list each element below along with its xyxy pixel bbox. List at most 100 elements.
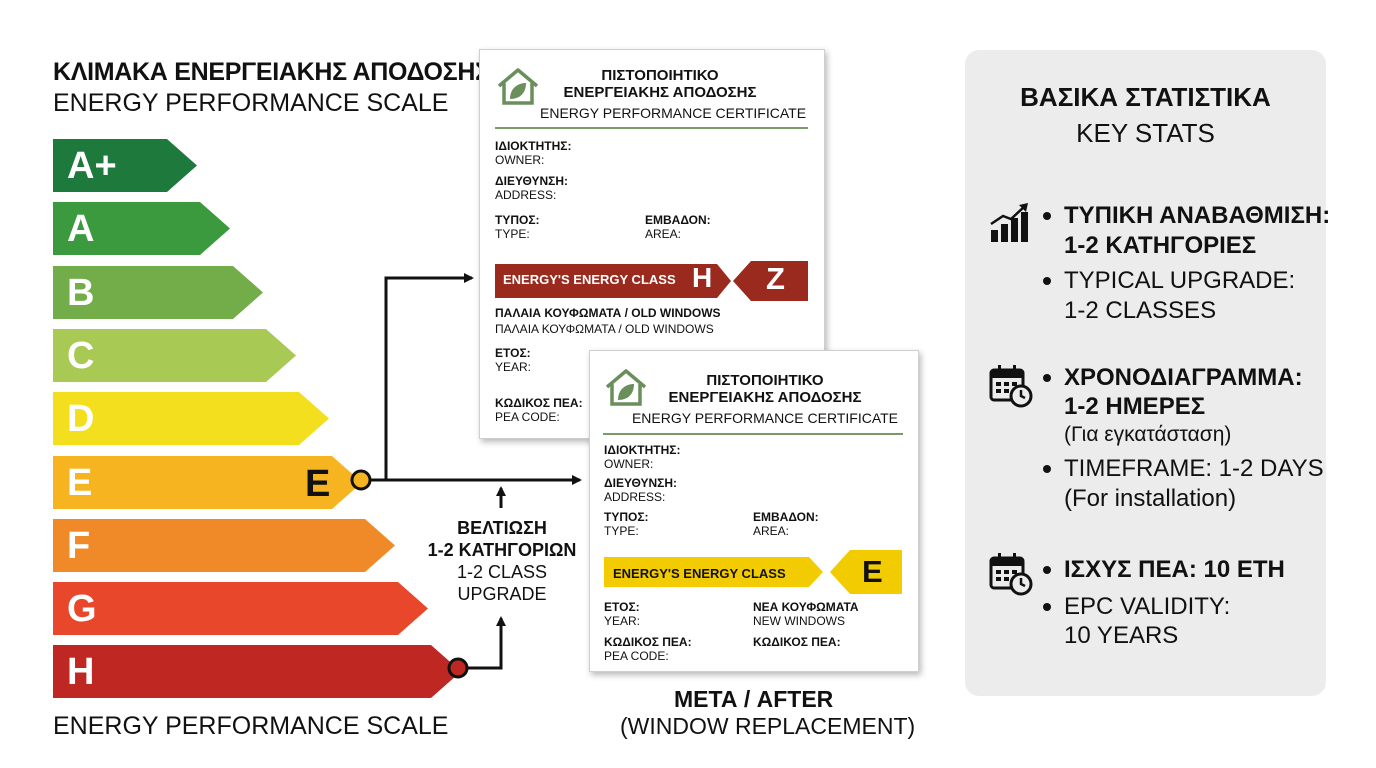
stat3-greek-line1: ΙΣΧΥΣ ΠΕΑ: 10 ΕΤΗ bbox=[1064, 556, 1285, 583]
band-arrow-shape bbox=[53, 519, 395, 572]
cert-subtitle: ENERGY PERFORMANCE CERTIFICATE bbox=[631, 410, 899, 426]
pea2-label-gr: ΚΩΔΙΚΟΣ ΠΕΑ: bbox=[753, 635, 841, 649]
pea-label-gr: ΚΩΔΙΚΟΣ ΠΕΑ: bbox=[495, 396, 583, 410]
address-label-en: ADDRESS: bbox=[495, 188, 557, 202]
current-class-marker: E bbox=[305, 463, 331, 505]
year-label-gr: ΕΤΟΣ: bbox=[495, 346, 531, 360]
band-arrow-shape bbox=[53, 329, 296, 382]
owner-label-en: OWNER: bbox=[495, 153, 545, 167]
improvement-caption: ΒΕΛΤΙΩΣΗ 1-2 ΚΑΤΗΓΟΡΙΩΝ 1-2 CLASS UPGRAD… bbox=[418, 517, 586, 605]
cert-class-bars bbox=[495, 261, 808, 301]
stat1-english-line2: 1-2 CLASSES bbox=[1064, 297, 1217, 324]
energy-band-b: B bbox=[53, 266, 263, 319]
certificate-after: ΠΙΣΤΟΠΟΙΗΤΙΚΟ ΕΝΕΡΓΕΙΑΚΗΣ ΑΠΟΔΟΣΗΣ ENERG… bbox=[589, 350, 919, 672]
energy-band-a-plus: A+ bbox=[53, 139, 197, 192]
band-label: A+ bbox=[67, 145, 117, 187]
band-arrow-shape bbox=[53, 202, 230, 255]
growth-chart-icon bbox=[990, 203, 1028, 242]
cert-divider bbox=[495, 127, 808, 129]
year-label-en: YEAR: bbox=[495, 360, 532, 374]
energy-class-bar bbox=[495, 264, 731, 298]
stat2-english-line2: (For installation) bbox=[1064, 485, 1237, 512]
arrow-from-h bbox=[466, 616, 506, 670]
energy-band-a: A bbox=[53, 202, 230, 255]
house-leaf-icon bbox=[605, 369, 647, 406]
band-arrow-shape bbox=[53, 266, 263, 319]
stats-title-english: KEY STATS bbox=[1076, 118, 1215, 148]
stat1-english-line1: TYPICAL UPGRADE: bbox=[1064, 267, 1296, 294]
type-label-gr: ΤΥΠΟΣ: bbox=[495, 213, 540, 227]
class-e-letter: E bbox=[862, 554, 883, 589]
h-connector-dot bbox=[447, 657, 469, 679]
improvement-line1: ΒΕΛΤΙΩΣΗ bbox=[457, 518, 547, 538]
scale-footer: ENERGY PERFORMANCE SCALE bbox=[53, 712, 449, 740]
band-label: G bbox=[67, 588, 97, 630]
area-label-en: AREA: bbox=[645, 227, 682, 241]
address-label-gr: ΔΙΕΥΘΥΝΣΗ: bbox=[495, 174, 569, 188]
improvement-line4: UPGRADE bbox=[457, 584, 547, 604]
scale-title-greek: ΚΛΙΜΑΚΑ ΕΝΕΡΓΕΙΑΚΗΣ ΑΠΟΔΟΣΗΣ bbox=[53, 58, 490, 86]
energy-class-bar bbox=[604, 557, 823, 587]
energy-band-d: D bbox=[53, 392, 329, 445]
energy-class-bar-text: ENERGY'S ENERGY CLASS bbox=[503, 272, 676, 287]
energy-band-h: H bbox=[53, 645, 461, 698]
cert-class-bars bbox=[604, 550, 902, 594]
calendar-clock-icon bbox=[989, 553, 1033, 596]
cert-title-2: ΕΝΕΡΓΕΙΑΚΗΣ ΑΠΟΔΟΣΗΣ bbox=[563, 84, 757, 101]
energy-class-bar-letter: H bbox=[692, 262, 713, 293]
address-label-en: ADDRESS: bbox=[604, 490, 666, 504]
after-caption-title: ΜΕΤΑ / AFTER bbox=[674, 686, 834, 712]
band-label: H bbox=[67, 651, 95, 693]
windows-label-gr: ΠΑΛΑΙΑ ΚΟΥΦΩΜΑΤΑ / OLD WINDOWS bbox=[495, 306, 721, 320]
cert-subtitle: ENERGY PERFORMANCE CERTIFICATE bbox=[540, 105, 807, 121]
stat3-english-line2: 10 YEARS bbox=[1064, 622, 1179, 649]
owner-label-en: OWNER: bbox=[604, 457, 654, 471]
energy-band-f: F bbox=[53, 519, 395, 572]
bullet bbox=[1043, 566, 1051, 574]
type-label-gr: ΤΥΠΟΣ: bbox=[604, 510, 649, 524]
bullet bbox=[1043, 465, 1051, 473]
improvement-line3: 1-2 CLASS bbox=[456, 562, 548, 582]
band-label: E bbox=[67, 462, 93, 504]
bullet bbox=[1043, 603, 1051, 611]
e-connector-dot bbox=[350, 469, 372, 491]
windows-label-en: ΠΑΛΑΙΑ ΚΟΥΦΩΜΑΤΑ / OLD WINDOWS bbox=[495, 322, 714, 336]
windows-label-en: NEW WINDOWS bbox=[753, 614, 845, 628]
stat3-english-line1: EPC VALIDITY: bbox=[1064, 593, 1231, 620]
energy-band-g: G bbox=[53, 582, 428, 635]
windows-label-gr: ΝΕΑ ΚΟΥΦΩΜΑΤΑ bbox=[753, 600, 859, 614]
stat2-english-line1: TIMEFRAME: 1-2 DAYS bbox=[1064, 455, 1324, 482]
cert-title-1: ΠΙΣΤΟΠΟΙΗΤΙΚΟ bbox=[601, 67, 719, 84]
cert-divider bbox=[603, 433, 903, 435]
area-label-en: AREA: bbox=[753, 524, 790, 538]
band-arrow-shape bbox=[53, 456, 362, 509]
band-label: D bbox=[67, 398, 95, 440]
band-label: B bbox=[67, 272, 95, 314]
band-label: A bbox=[67, 208, 95, 250]
cert-title-1: ΠΙΣΤΟΠΟΙΗΤΙΚΟ bbox=[706, 372, 824, 389]
year-label-gr: ΕΤΟΣ: bbox=[604, 600, 640, 614]
pea-label-en: PEA CODE: bbox=[604, 649, 669, 663]
bullet bbox=[1043, 212, 1051, 220]
energy-band-c: C bbox=[53, 329, 296, 382]
year-label-en: YEAR: bbox=[604, 614, 641, 628]
class-e-arrow bbox=[830, 550, 902, 594]
stats-title-greek: ΒΑΣΙΚΑ ΣΤΑΤΙΣΤΙΚΑ bbox=[1020, 82, 1271, 112]
band-label: C bbox=[67, 335, 95, 377]
band-arrow-shape bbox=[53, 392, 329, 445]
stat2-greek-note: (Για εγκατάσταση) bbox=[1064, 423, 1232, 446]
cert-title-2: ΕΝΕΡΓΕΙΑΚΗΣ ΑΠΟΔΟΣΗΣ bbox=[668, 389, 862, 406]
stat2-greek-line1: ΧΡΟΝΟΔΙΑΓΡΑΜΜΑ: bbox=[1064, 364, 1303, 391]
pea-label-en: PEA CODE: bbox=[495, 410, 560, 424]
stat1-greek-line1: ΤΥΠΙΚΗ ΑΝΑΒΑΘΜΙΣΗ: bbox=[1064, 202, 1331, 229]
band-label: F bbox=[67, 525, 91, 567]
energy-band-e: E bbox=[53, 456, 362, 509]
stat2-greek-line2: 1-2 ΗΜΕΡΕΣ bbox=[1064, 393, 1206, 420]
calendar-clock-icon bbox=[989, 365, 1033, 408]
stat1-greek-line2: 1-2 ΚΑΤΗΓΟΡΙΕΣ bbox=[1064, 232, 1257, 259]
type-label-en: TYPE: bbox=[495, 227, 530, 241]
owner-label-gr: ΙΔΙΟΚΤΗΤΗΣ: bbox=[604, 443, 681, 457]
class-z-letter: Z bbox=[766, 261, 785, 296]
area-label-gr: ΕΜΒΑΔΟΝ: bbox=[753, 510, 819, 524]
band-arrow-shape bbox=[53, 582, 428, 635]
